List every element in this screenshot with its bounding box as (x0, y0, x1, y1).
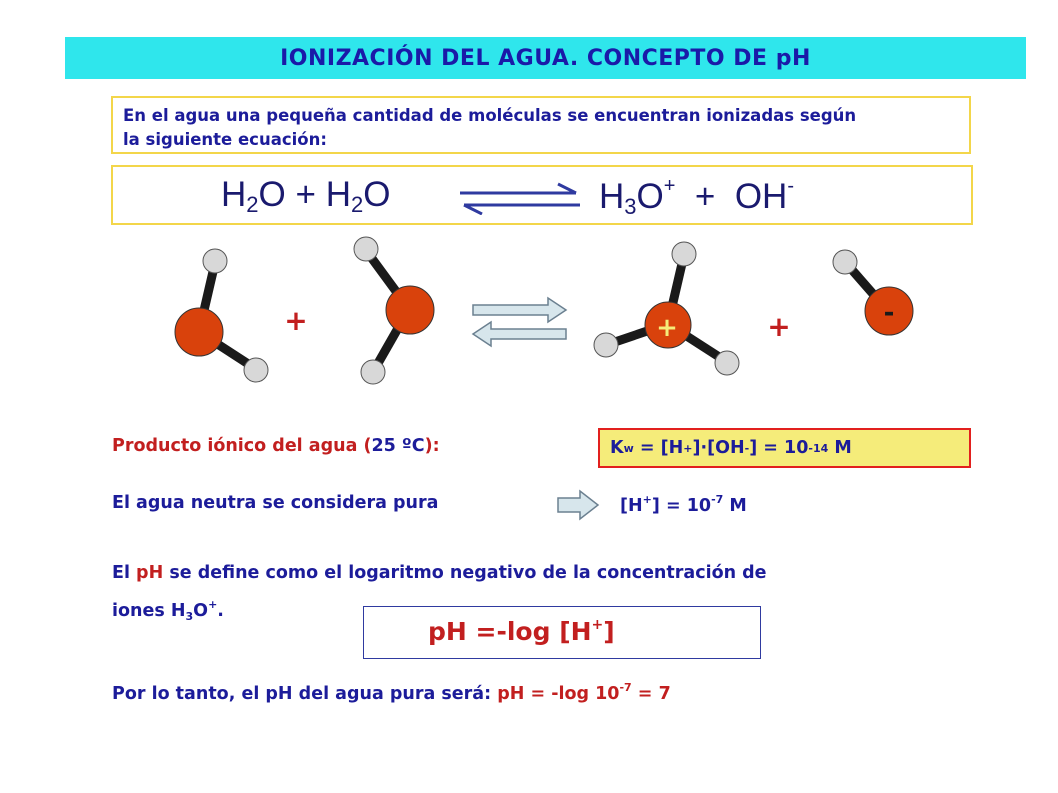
eq-p2: OH (734, 177, 788, 216)
equilibrium-arrows-icon (460, 182, 580, 215)
conclusion-b: pH = -log 10 (497, 684, 620, 704)
neutral-h-concentration: [H+] = 10-7 M (620, 493, 747, 516)
ionic-product-label: Producto iónico del agua (25 ºC): (112, 436, 440, 456)
ph-formula-b: ] (603, 617, 615, 646)
neutral-v1: [H (620, 496, 643, 516)
hydronium-charge: + (656, 313, 678, 343)
kw-eq1: = [H (633, 438, 684, 458)
plus-sign-2: + (767, 310, 790, 343)
hydroxide-charge: - (884, 298, 895, 328)
ph-def-sup: + (208, 598, 218, 611)
eq-r2: H (325, 175, 351, 214)
equilibrium-block-arrows-icon (471, 296, 568, 348)
eq-plus-1: + (295, 175, 316, 214)
eq-p1-tail: O (636, 177, 664, 216)
hydronium-molecule: + (593, 241, 740, 376)
eq-r1-tail: O (258, 175, 286, 214)
ph-def-ph: pH (136, 563, 164, 583)
kw-unit: M (828, 438, 852, 458)
ph-def-sub: 3 (185, 610, 194, 623)
neutral-v2: ] = 10 (651, 496, 712, 516)
plus-sign-1: + (284, 304, 307, 337)
kw-k: K (610, 438, 624, 458)
eq-p1: H (599, 177, 625, 216)
conclusion-a: Por lo tanto, el pH del agua pura será: (112, 684, 498, 704)
equation-products: H3O+ + OH- (599, 175, 794, 220)
ph-def-a: El (112, 563, 137, 583)
intro-line-1: En el agua una pequeña cantidad de moléc… (123, 106, 857, 125)
eq-p1-sub: 3 (624, 194, 637, 219)
neutral-unit: M (723, 496, 747, 516)
ionic-label-b: ): (424, 436, 440, 456)
eq-p2-sup: - (787, 175, 794, 197)
eq-r1-sub: 2 (246, 192, 259, 217)
ph-formula-sup: + (591, 617, 604, 633)
ph-def-c: iones H (112, 601, 186, 621)
ph-formula-a: pH =-log [H (428, 617, 592, 646)
kw-sup2: - (744, 441, 750, 455)
ionic-label-a: Producto iónico del agua ( (112, 436, 372, 456)
ph-def-end: . (217, 601, 224, 621)
equation-box: H2O + H2O H3O+ + OH- (111, 165, 973, 225)
eq-r1: H (221, 175, 247, 214)
right-arrow-icon (557, 489, 600, 521)
eq-r2-tail: O (363, 175, 391, 214)
conclusion: Por lo tanto, el pH del agua pura será: … (112, 681, 671, 704)
kw-sub: w (623, 441, 634, 455)
ph-formula-box: pH =-log [H+] (363, 606, 761, 659)
ph-def-b: se define como el logaritmo negativo de … (163, 563, 767, 583)
ph-def-tail: O (193, 601, 209, 621)
intro-box: En el agua una pequeña cantidad de moléc… (111, 96, 971, 154)
intro-line-2: la siguiente ecuación: (123, 130, 327, 149)
molecule-diagram: + + + - (174, 236, 914, 385)
eq-p1-sup: + (663, 175, 676, 197)
ph-def-line-2: iones H3O+. (112, 589, 972, 633)
ph-definition: El pH se define como el logaritmo negati… (112, 557, 972, 633)
ionic-label-temp: 25 ºC (371, 436, 425, 456)
equation-reactants: H2O + H2O (221, 175, 390, 218)
conclusion-c: = 7 (631, 684, 671, 704)
ph-formula: pH =-log [H+] (428, 617, 615, 646)
ph-def-line-1: El pH se define como el logaritmo negati… (112, 557, 972, 589)
kw-eq2: ]·[OH (692, 438, 745, 458)
page-title: IONIZACIÓN DEL AGUA. CONCEPTO DE pH (280, 45, 811, 71)
neutral-water-text: El agua neutra se considera pura (112, 493, 439, 513)
conclusion-exp: -7 (619, 681, 632, 694)
title-bar: IONIZACIÓN DEL AGUA. CONCEPTO DE pH (65, 37, 1026, 79)
eq-plus-2: + (694, 177, 716, 216)
kw-eq3: ] = 10 (749, 438, 809, 458)
neutral-sup: + (642, 493, 652, 506)
neutral-exp: -7 (711, 493, 724, 506)
water-molecule-1 (174, 248, 269, 383)
water-molecule-2 (353, 236, 435, 385)
hydroxide-molecule: - (832, 249, 914, 336)
kw-exp: -14 (808, 441, 829, 455)
kw-sup1: + (683, 441, 693, 455)
eq-r2-sub: 2 (350, 192, 364, 217)
